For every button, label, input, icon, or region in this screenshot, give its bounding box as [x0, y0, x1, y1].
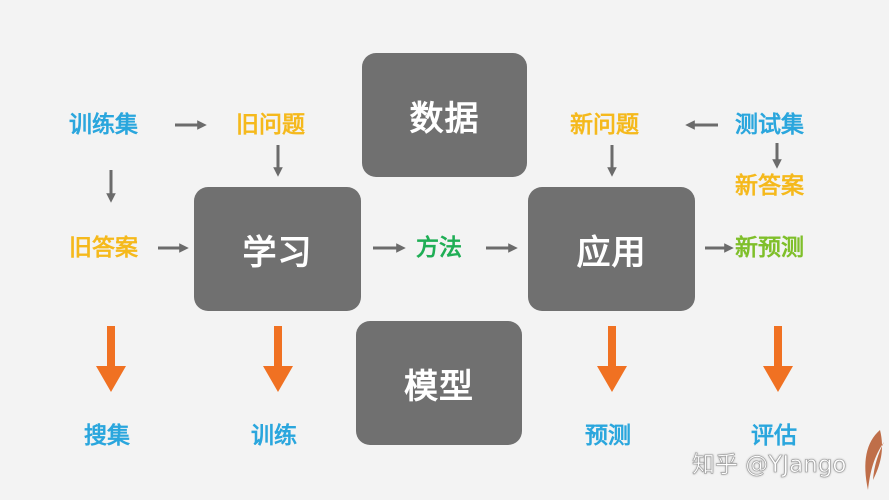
label-new-question: 新问题	[570, 112, 639, 138]
box-learn: 学习	[194, 187, 361, 311]
box-model-label: 模型	[404, 366, 474, 407]
quill-logo-icon	[865, 430, 884, 490]
orange-arrow-evaluate	[763, 326, 793, 392]
watermark-text: 知乎 @YJango	[692, 452, 847, 479]
box-model: 模型	[356, 321, 522, 445]
label-old-answer: 旧答案	[69, 235, 138, 261]
box-apply: 应用	[528, 187, 695, 311]
stage-predict: 预测	[585, 423, 631, 449]
stage-collect: 搜集	[84, 423, 130, 449]
box-apply-label: 应用	[576, 232, 647, 273]
label-test-set: 测试集	[735, 112, 804, 138]
label-old-question: 旧问题	[236, 112, 305, 138]
orange-arrow-collect	[96, 326, 126, 392]
label-new-answer: 新答案	[735, 173, 804, 199]
box-learn-label: 学习	[242, 232, 313, 273]
label-new-prediction: 新预测	[735, 235, 804, 261]
orange-arrow-train	[263, 326, 293, 392]
label-method: 方法	[416, 235, 462, 261]
orange-arrow-predict	[597, 326, 627, 392]
box-data-label: 数据	[409, 98, 480, 139]
label-train-set: 训练集	[69, 112, 138, 138]
box-data: 数据	[362, 53, 527, 177]
stage-train: 训练	[251, 423, 297, 449]
stage-evaluate: 评估	[751, 423, 797, 449]
